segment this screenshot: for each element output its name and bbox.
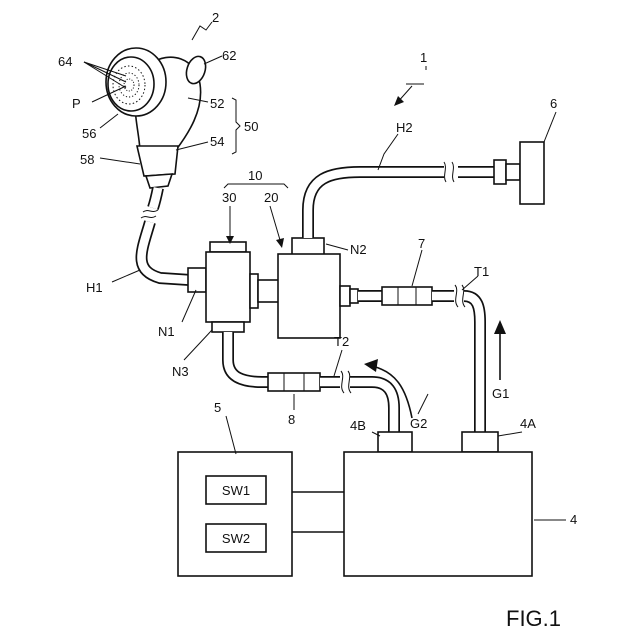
label-4: 4 [570, 512, 577, 527]
label-52: 52 [210, 96, 224, 111]
unit-4 [344, 432, 532, 576]
label-4b: 4B [350, 418, 366, 433]
label-20: 20 [264, 190, 278, 205]
switch-sw2-label: SW2 [222, 531, 250, 546]
label-n2: N2 [350, 242, 367, 257]
figure-label: FIG.1 [506, 606, 561, 631]
controller-5: SW1 SW2 [178, 452, 344, 576]
label-g1: G1 [492, 386, 509, 401]
label-50: 50 [244, 119, 258, 134]
label-30: 30 [222, 190, 236, 205]
line-t2 [228, 332, 394, 432]
label-g2: G2 [410, 416, 427, 431]
hose-h1 [141, 188, 206, 292]
label-6: 6 [550, 96, 557, 111]
label-8: 8 [288, 412, 295, 427]
label-56: 56 [82, 126, 96, 141]
line-t1 [358, 285, 480, 432]
label-p: P [72, 96, 81, 111]
switch-sw1-label: SW1 [222, 483, 250, 498]
label-h1: H1 [86, 280, 103, 295]
valve-20 [278, 238, 358, 338]
connector-30 [206, 242, 280, 332]
label-t2: T2 [334, 334, 349, 349]
label-54: 54 [210, 134, 224, 149]
label-t1: T1 [474, 264, 489, 279]
label-n1: N1 [158, 324, 175, 339]
label-64: 64 [58, 54, 72, 69]
label-62: 62 [222, 48, 236, 63]
hose-h2 [308, 142, 544, 238]
label-58: 58 [80, 152, 94, 167]
shower-head [106, 48, 209, 188]
label-4a: 4A [520, 416, 536, 431]
label-7: 7 [418, 236, 425, 251]
label-10: 10 [248, 168, 262, 183]
label-2: 2 [212, 10, 219, 25]
label-1: 1 [420, 50, 427, 65]
label-n3: N3 [172, 364, 189, 379]
label-h2: H2 [396, 120, 413, 135]
label-5: 5 [214, 400, 221, 415]
